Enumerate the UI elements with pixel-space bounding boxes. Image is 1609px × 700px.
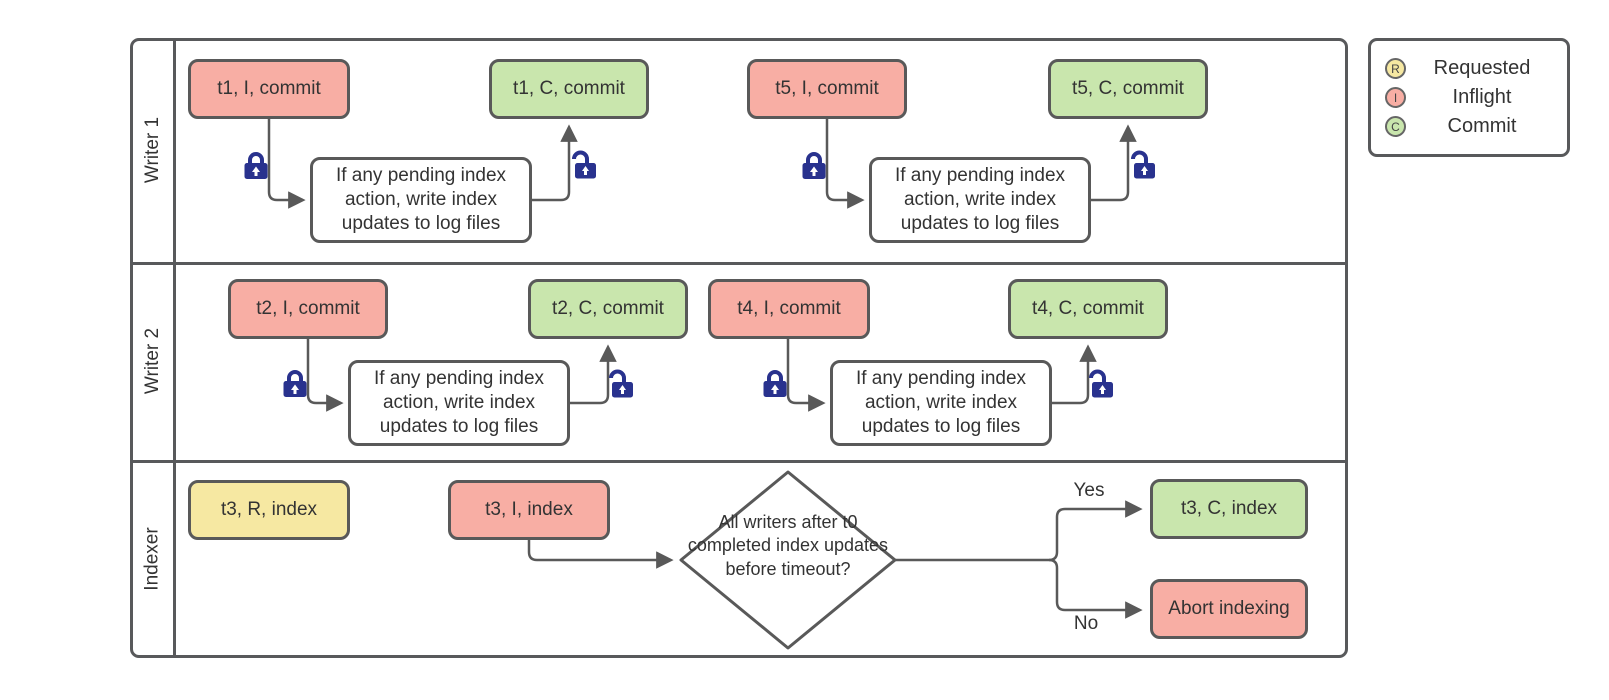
lane-label-writer2: Writer 2 [142, 327, 164, 395]
commit-state-icon: C [1385, 116, 1406, 137]
node-t5-action: If any pending index action, write index… [869, 157, 1091, 243]
node-t5-inflight: t5, I, commit [747, 59, 907, 119]
node-abort-indexing: Abort indexing [1150, 579, 1308, 639]
node-t4-commit: t4, C, commit [1008, 279, 1168, 339]
lane-divider-2 [133, 460, 1345, 463]
node-t2-action: If any pending index action, write index… [348, 360, 570, 446]
open-lock-icon [1131, 150, 1155, 179]
legend-item-inflight: I Inflight [1385, 85, 1553, 111]
lane-writer2: Writer 2 [131, 262, 175, 460]
inflight-state-icon: I [1385, 87, 1406, 108]
legend-label-requested: Requested [1433, 57, 1531, 79]
lane-divider-1 [133, 262, 1345, 265]
open-lock-icon [1089, 369, 1113, 398]
node-t3-requested: t3, R, index [188, 480, 350, 540]
node-t3-inflight: t3, I, index [448, 480, 610, 540]
legend-label-inflight: Inflight [1452, 86, 1512, 108]
node-t2-commit: t2, C, commit [528, 279, 688, 339]
node-t1-commit: t1, C, commit [489, 59, 649, 119]
node-t3-commit: t3, C, index [1150, 479, 1308, 539]
lane-label-indexer: Indexer [142, 527, 163, 591]
legend: R Requested I Inflight C Commit [1368, 38, 1570, 157]
open-lock-icon [572, 150, 596, 179]
lane-writer1: Writer 1 [131, 38, 175, 262]
node-t4-action: If any pending index action, write index… [830, 360, 1052, 446]
node-t2-inflight: t2, I, commit [228, 279, 388, 339]
no-label: No [1073, 613, 1099, 634]
yes-label: Yes [1073, 480, 1105, 501]
closed-lock-icon [283, 370, 307, 397]
lane-label-separator [173, 41, 176, 655]
decision-label: All writers after t0 completed index upd… [687, 512, 889, 579]
open-lock-icon [609, 369, 633, 398]
node-t1-inflight: t1, I, commit [188, 59, 350, 119]
legend-item-requested: R Requested [1385, 56, 1553, 82]
closed-lock-icon [244, 152, 268, 179]
legend-item-commit: C Commit [1385, 114, 1553, 140]
node-t5-commit: t5, C, commit [1048, 59, 1208, 119]
requested-state-icon: R [1385, 58, 1406, 79]
node-t4-inflight: t4, I, commit [708, 279, 870, 339]
node-t1-action: If any pending index action, write index… [310, 157, 532, 243]
lane-indexer: Indexer [131, 460, 175, 658]
legend-label-commit: Commit [1447, 115, 1517, 137]
closed-lock-icon [802, 152, 826, 179]
closed-lock-icon [763, 370, 787, 397]
lane-label-writer1: Writer 1 [142, 116, 164, 184]
